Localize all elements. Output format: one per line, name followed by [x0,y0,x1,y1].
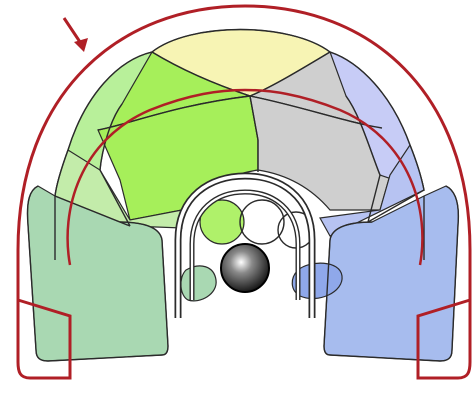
arrow-icon [64,18,88,52]
right-side-blue-panel [324,186,458,361]
sphere-icon [221,244,269,292]
left-inner-green-blob [181,266,216,301]
